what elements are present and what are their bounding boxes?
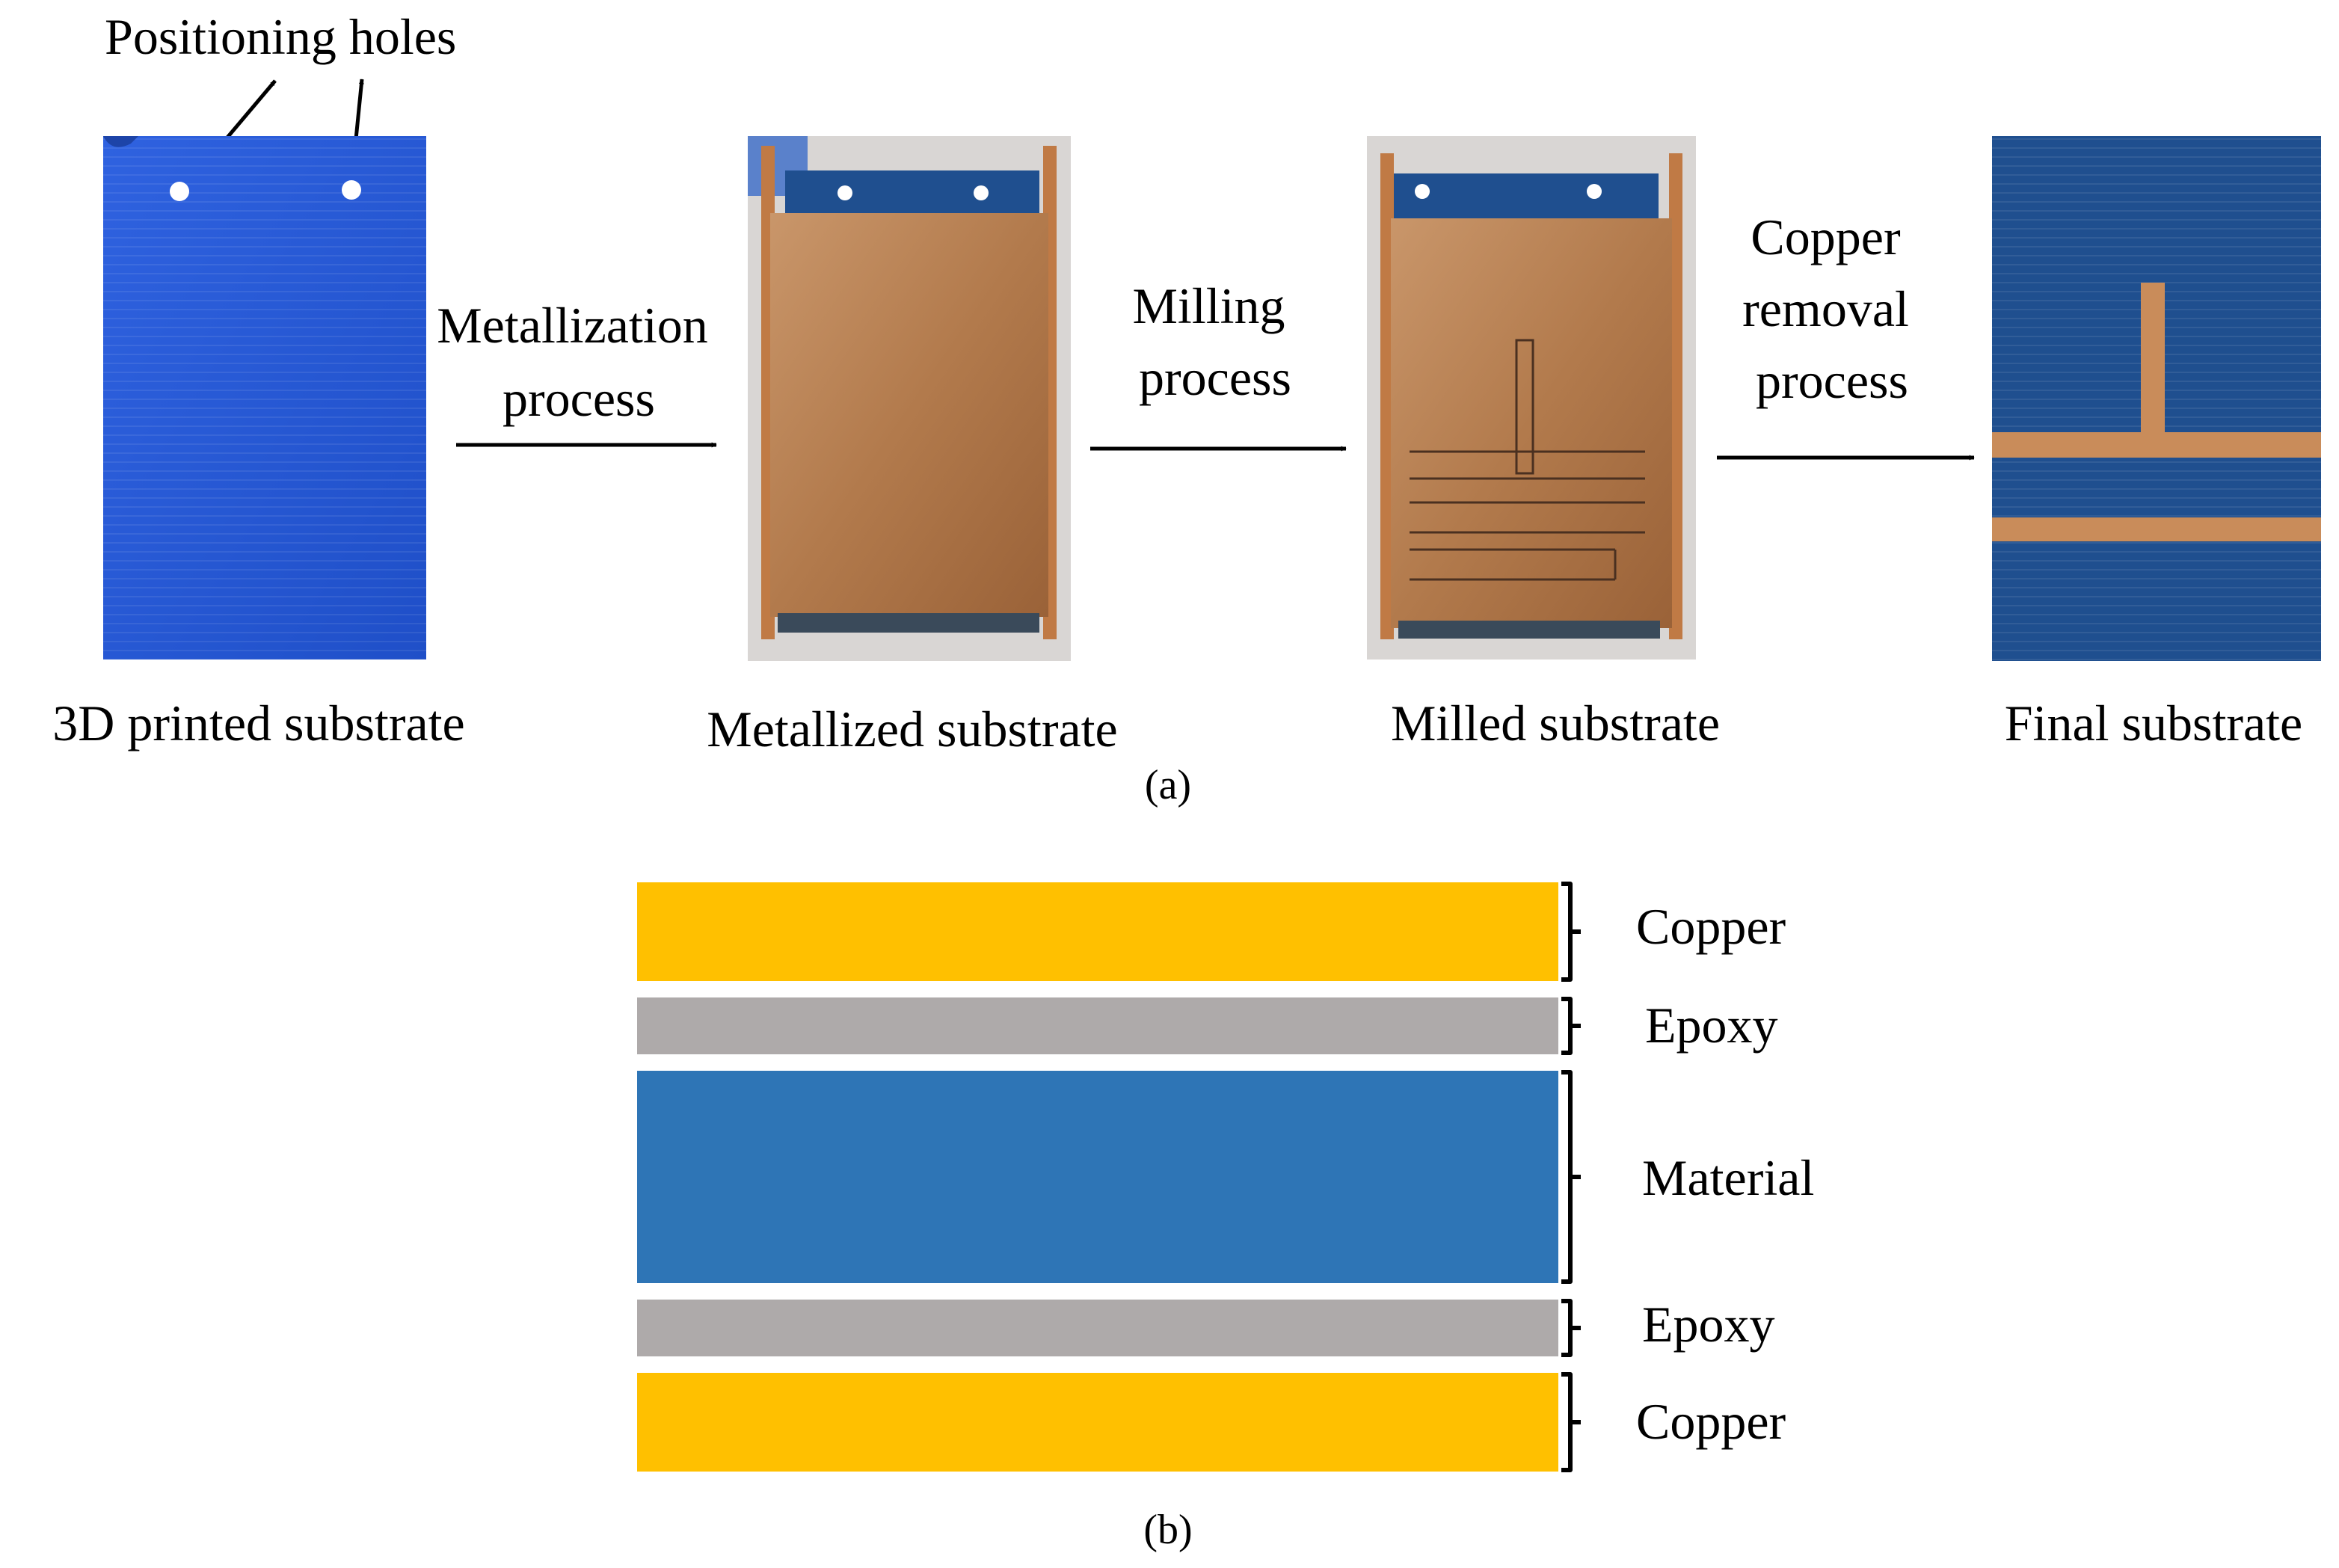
- layer-stack: [637, 882, 1558, 1472]
- stage-caption-milled: Milled substrate: [1391, 695, 1720, 751]
- layer-material: [637, 1071, 1558, 1283]
- copper-strip-lower: [1992, 517, 2321, 541]
- layer-epoxy-top: [637, 997, 1558, 1054]
- layer-copper-bottom: [637, 1373, 1558, 1472]
- layer-label-copper-bottom: Copper: [1636, 1393, 1786, 1450]
- copper-strip-upper: [1992, 432, 2321, 458]
- metallization-step-line-2: process: [502, 370, 655, 427]
- copper-removal-step-line-2: removal: [1742, 280, 1909, 337]
- brace-epoxy-top: [1561, 997, 1581, 1055]
- stage-caption-printed: 3D printed substrate: [52, 695, 464, 751]
- final-substrate-photo: [1992, 136, 2321, 661]
- brace-material: [1561, 1070, 1581, 1284]
- layer-braces: [1561, 882, 1581, 1472]
- milled-substrate-photo: [1367, 136, 1696, 660]
- panel-a-label: (a): [1145, 762, 1191, 808]
- layer-copper-top: [637, 882, 1558, 981]
- layer-label-copper-top: Copper: [1636, 898, 1786, 955]
- copper-removal-step-line-1: Copper: [1751, 209, 1901, 265]
- brace-epoxy-bottom: [1561, 1299, 1581, 1357]
- layer-label-epoxy-bottom: Epoxy: [1642, 1296, 1775, 1353]
- metallization-step-label: Metallization process: [437, 297, 721, 427]
- layer-label-epoxy-top: Epoxy: [1645, 997, 1778, 1054]
- copper-removal-step-line-3: process: [1756, 352, 1908, 409]
- brace-copper-bottom: [1561, 1372, 1581, 1472]
- positioning-hole: [342, 180, 361, 200]
- metallization-step-line-1: Metallization: [437, 297, 708, 354]
- positioning-holes-label: Positioning holes: [105, 8, 456, 65]
- stage-caption-final: Final substrate: [2005, 695, 2303, 751]
- layer-epoxy-bottom: [637, 1300, 1558, 1356]
- positioning-hole: [170, 182, 189, 201]
- milling-step-label: Milling process: [1132, 277, 1297, 406]
- metallized-substrate-photo: [748, 136, 1071, 661]
- printed-substrate-photo: [103, 136, 426, 660]
- panel-b-label: (b): [1143, 1507, 1192, 1553]
- layer-label-material: Material: [1642, 1149, 1814, 1206]
- milling-step-line-2: process: [1139, 349, 1291, 406]
- stage-caption-metallized: Metallized substrate: [707, 701, 1117, 757]
- brace-copper-top: [1561, 882, 1581, 982]
- copper-removal-step-label: Copper removal process: [1742, 209, 1922, 409]
- antenna-feed-strip: [2141, 283, 2165, 432]
- milling-step-line-1: Milling: [1132, 277, 1285, 334]
